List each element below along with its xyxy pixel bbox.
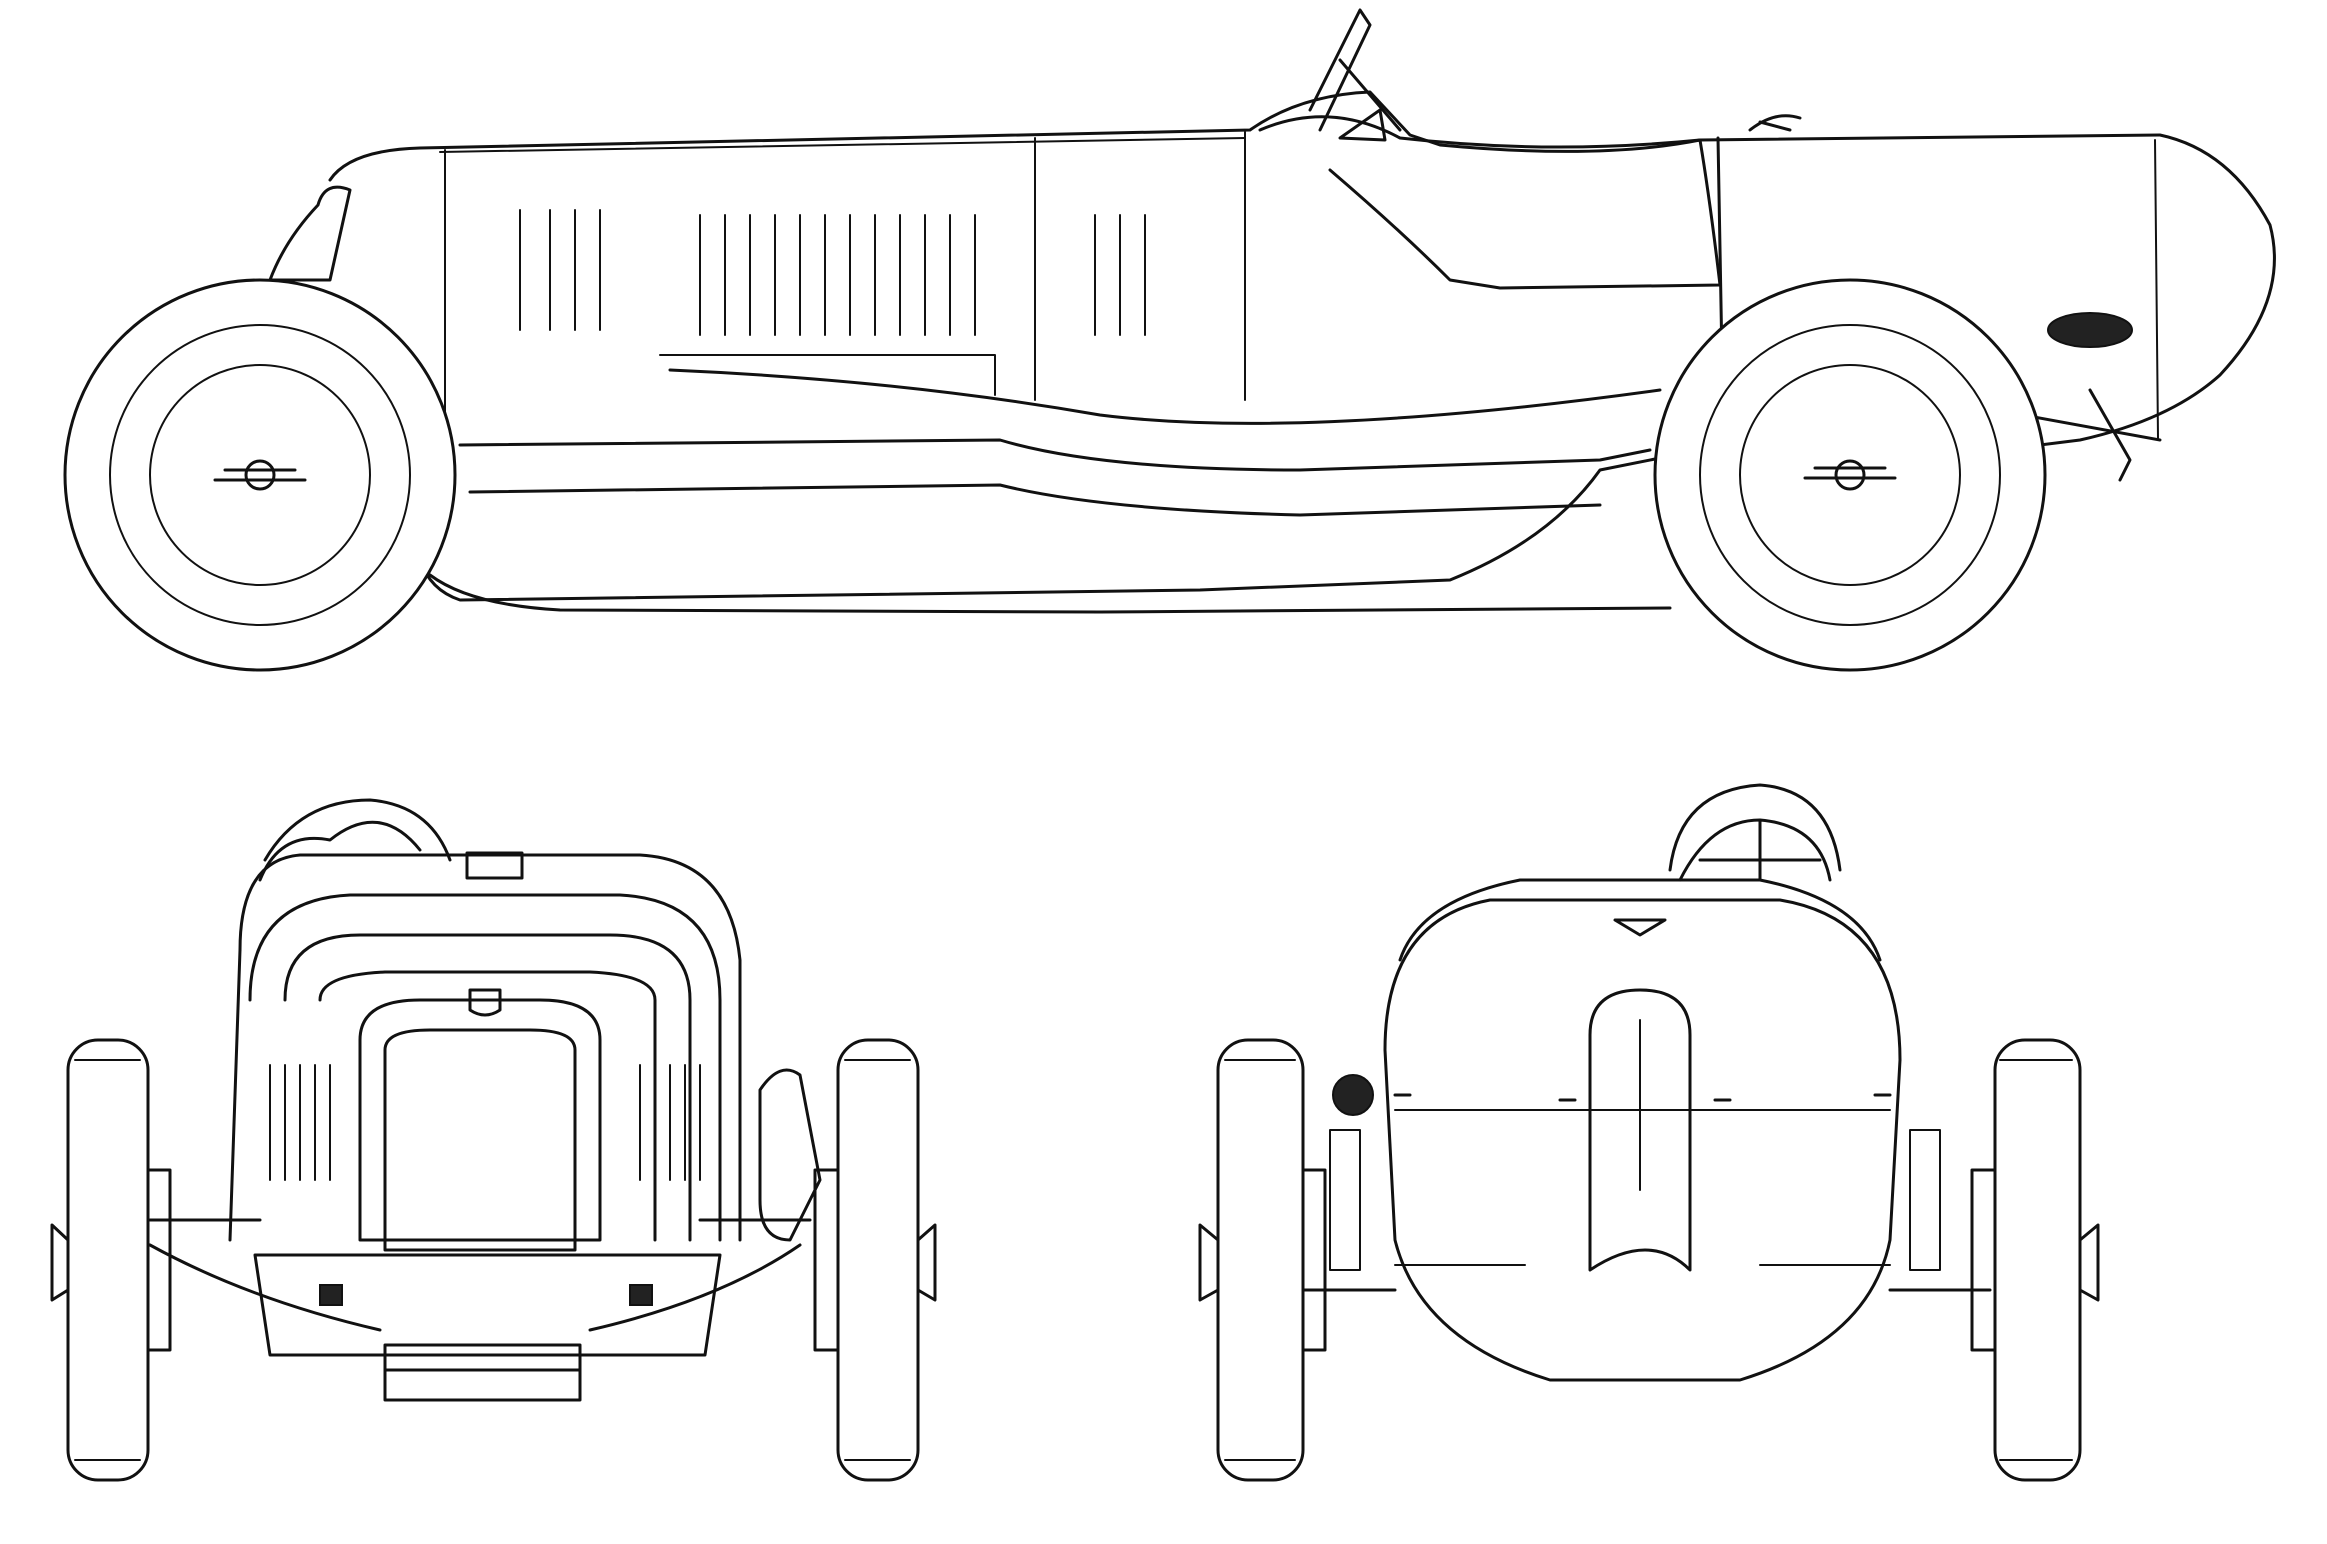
side-bonnet-top-line — [439, 137, 1246, 153]
rear-emblem-icon — [1613, 918, 1667, 937]
side-rear-wheel — [1653, 278, 2047, 672]
front-radiator-grille — [358, 998, 602, 1242]
side-radiator — [268, 185, 352, 282]
front-nameplate — [465, 851, 524, 880]
front-exhaust-tube — [758, 1068, 822, 1242]
front-left-wheel — [50, 1038, 172, 1482]
side-louvres-front — [519, 209, 601, 331]
side-exhaust-pipe — [668, 368, 1662, 425]
rear-latches — [1393, 1093, 1892, 1102]
side-rear-bracket — [2088, 388, 2132, 482]
front-radiator-core — [383, 1028, 577, 1252]
rear-cowl-top — [1398, 878, 1882, 962]
rear-right-wheel — [1970, 1038, 2100, 1482]
front-axle — [148, 1243, 802, 1332]
front-bumper — [383, 1343, 582, 1402]
side-body-belly — [428, 573, 1672, 614]
side-front-wheel — [63, 278, 457, 672]
trident-badge-icon — [468, 988, 502, 1017]
rear-suspension-right — [1909, 1129, 1941, 1271]
side-louvres-rear — [1094, 214, 1146, 336]
side-bonnet-panel-front — [444, 131, 1246, 421]
front-radiator-shell-mid — [283, 933, 692, 1242]
front-louvres-left — [269, 1064, 331, 1181]
front-air-vent-right — [629, 1284, 653, 1306]
front-air-vent-left — [319, 1284, 343, 1306]
rear-central-fairing — [1588, 988, 1692, 1272]
rear-steering-wheel — [1678, 818, 1832, 882]
side-cockpit-opening — [1258, 115, 1722, 290]
side-tail-light — [2047, 312, 2133, 348]
side-tail-line — [2154, 139, 2159, 439]
rear-view — [1198, 783, 2100, 1482]
front-headrest-hoop — [263, 798, 452, 862]
side-lower-hatch — [659, 354, 996, 396]
rear-tail-light — [1332, 1074, 1374, 1116]
side-chassis-rail-lower — [468, 483, 1602, 517]
front-scuttle — [228, 820, 422, 1242]
front-view — [50, 798, 937, 1482]
front-radiator-shell-inner — [318, 970, 657, 1242]
front-louvres-right — [639, 1064, 701, 1181]
front-apron — [253, 1253, 722, 1357]
rear-left-wheel — [1198, 1038, 1327, 1482]
side-cowl-triangle — [1338, 108, 1387, 142]
front-radiator-shell-outer — [248, 893, 722, 1242]
front-cowl-outline — [238, 853, 742, 1242]
side-windscreen — [1308, 8, 1402, 132]
side-louvres-middle — [699, 214, 976, 336]
front-right-wheel — [813, 1038, 937, 1482]
side-view — [63, 8, 2276, 672]
rear-suspension-left — [1329, 1129, 1361, 1271]
side-chassis-rail — [458, 438, 1652, 472]
rear-tail-body — [1383, 898, 1902, 1382]
side-fuel-cap — [1748, 114, 1802, 132]
rear-headrest — [1668, 783, 1842, 872]
